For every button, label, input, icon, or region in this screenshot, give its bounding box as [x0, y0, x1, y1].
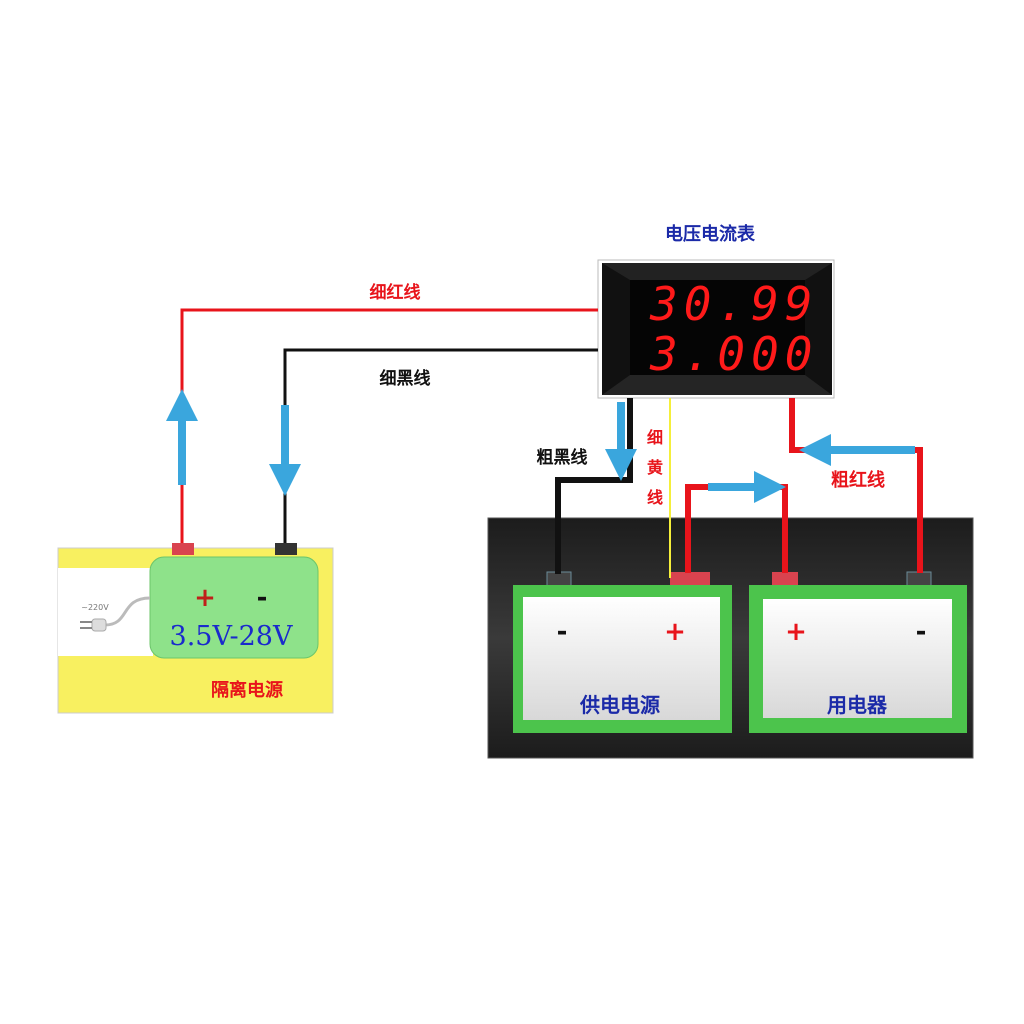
thin-black-label: 细黑线: [380, 368, 431, 389]
thin-red-wire: [180, 308, 598, 545]
mains-label: ~220V: [81, 603, 109, 612]
source-plus: +: [664, 617, 686, 647]
load-minus: -: [916, 617, 927, 647]
thick-black-wire: [555, 398, 633, 574]
supply-minus: -: [257, 583, 268, 613]
thin-red-label: 细红线: [370, 282, 421, 303]
thick-red-label: 粗红线: [831, 469, 885, 491]
plug-icon: [80, 596, 151, 632]
meter-title: 电压电流表: [665, 223, 756, 245]
thin-yellow-label-3: 线: [647, 488, 663, 507]
voltage-reading: 30.99: [649, 277, 818, 331]
thick-black-label: 粗黑线: [537, 447, 588, 468]
thin-yellow-label-2: 黄: [647, 458, 663, 477]
thin-yellow-label-1: 细: [647, 428, 663, 447]
voltmeter-ammeter: 30.99 3.000: [597, 259, 835, 399]
supply-plus: +: [194, 583, 216, 613]
isolation-supply-label: 隔离电源: [211, 679, 283, 701]
voltage-range: 3.5V-28V: [170, 621, 293, 652]
current-reading: 3.000: [649, 327, 818, 381]
load-device: + - 用电器: [749, 571, 967, 733]
power-source-label: 供电电源: [579, 693, 660, 717]
load-plus: +: [785, 617, 807, 647]
load-label: 用电器: [827, 693, 888, 717]
power-source: - + 供电电源: [513, 571, 732, 733]
source-minus: -: [557, 617, 568, 647]
isolation-power-supply: + - 3.5V-28V 隔离电源 ~220V: [57, 543, 334, 714]
